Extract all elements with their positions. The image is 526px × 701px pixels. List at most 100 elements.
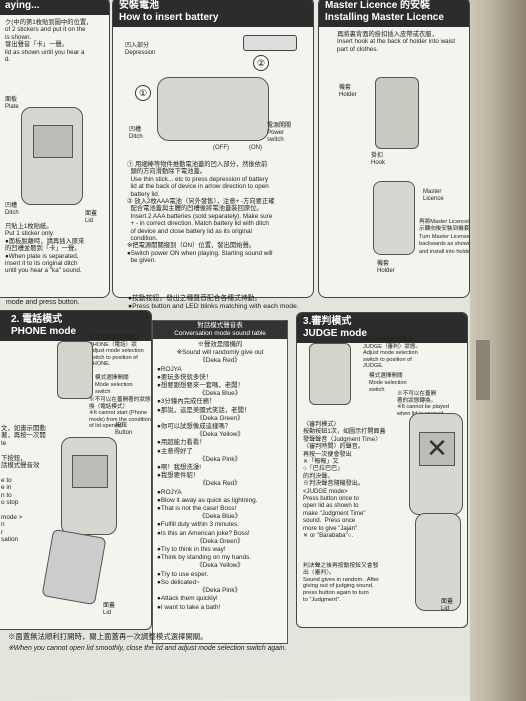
table-row: 《Deka Red》: [199, 357, 241, 365]
licence-hook-text: 再將裏背面的掛扣插入皮帶或衣服， Insert hook at the back…: [337, 31, 455, 53]
phone-button-label: 按鈕 Button: [115, 423, 133, 436]
footer-note-en: ※When you cannot open lid smoothly, clos…: [8, 645, 287, 652]
table-row: ●ROJYA: [157, 365, 182, 373]
mid-center-cn: ●按動按鈕，發出之種聲音配合各種式待動。: [128, 295, 262, 302]
table-row: ●I want to take a bath!: [157, 603, 221, 611]
on-label: (ON): [249, 145, 262, 151]
phone-left-cut-text: 文，如畫示開動 著，再按一次開 te 下按鈕， 話模式聲音效 e to e in…: [1, 425, 46, 544]
hook-label: 掛扣 Hook: [371, 153, 386, 166]
lid-label-left: 面蓋 Lid: [85, 211, 98, 224]
table-row: ●要玩多快就多快！: [157, 373, 212, 381]
plate-label: 面板 Plate: [5, 97, 19, 110]
table-row: ●Try to think in this way!: [157, 546, 226, 554]
table-row: ●Blow it away as quick as lightning.: [157, 496, 258, 504]
table-row: ●3分鐘內完成任務！: [157, 398, 216, 406]
table-row: 《Deka Pink》: [199, 455, 241, 463]
sticker-note-text: 只貼上1枚貼紙。 Put 1 sticker only. ●面板脫離時，請再插入…: [5, 223, 85, 275]
battery-title-cn: 安裝電池: [119, 0, 159, 11]
panel-master-licence: Master Licence 的安裝 Installing Master Lic…: [318, 0, 470, 298]
table-row: ●我想要件貂！: [157, 472, 200, 480]
table-row: 《Deka Blue》: [198, 390, 242, 398]
panel-judge-mode: 3.審判模式 JUDGE mode 模式選擇開關撥動到 JUDGE（審判）狀態。…: [296, 312, 468, 628]
table-row: ●啊！我想洗澡!: [157, 464, 201, 472]
judge-device-screen: ✕: [419, 432, 455, 466]
battery-cells-illustration: [243, 35, 297, 51]
judge-mode-title-cn: 3.審判模式: [303, 316, 352, 327]
table-row: ●So delicated~: [157, 578, 200, 586]
panel-playing: aying... ク(中的第1枚貼到圖中的位置， of 2 stickers a…: [0, 0, 110, 298]
panel-playing-header: aying...: [0, 0, 109, 15]
phone-device-screen: [71, 455, 109, 488]
step-2-badge: ②: [253, 55, 269, 71]
table-row: 《Deka Yellow》: [196, 562, 244, 570]
table-row: ●想要跟想要來一套嗎，老闆！: [157, 382, 244, 390]
device-screen: [32, 125, 74, 158]
judge-device-top-illustration: [309, 343, 351, 405]
battery-title-en: How to insert battery: [119, 12, 219, 23]
judge-mode-switch-label: 模式選擇開關 Mode selection switch: [369, 373, 407, 393]
ditch-label-left: 凹槽 Ditch: [5, 203, 19, 216]
panel-phone-mode: 2. 電話模式 PHONE mode 模式選擇開關撥動到 PHONE（電話）狀 …: [0, 310, 152, 630]
table-row: 《Deka Red》: [199, 480, 241, 488]
table-row: 《Deka Yellow》: [196, 431, 244, 439]
table-row: ●主意得好了: [157, 447, 193, 455]
phone-keypad-illustration: [41, 528, 107, 606]
table-row: ●Try to use esper.: [157, 570, 209, 578]
licence-header: Master Licence 的安裝 Installing Master Lic…: [319, 0, 469, 27]
table-row: ※Sound will randomly give out: [176, 349, 264, 357]
battery-header: 安裝電池 How to insert battery: [113, 0, 313, 27]
licence-turn-text: 再將Master Licence向圖 示轉向後安裝到機套。 Turn Maste…: [419, 219, 470, 255]
playing-intro-text: ク(中的第1枚貼到圖中的位置， of 2 stickers and put it…: [5, 19, 93, 64]
judge-device-lid-illustration: [415, 513, 461, 611]
device-illustration-playing: [21, 107, 83, 205]
table-row: ●That is not the case! Boss!: [157, 505, 237, 513]
judge-select-text: 模式選擇開關撥動到 JUDGE（審判）狀態。 Adjust mode selec…: [363, 337, 422, 370]
phone-device-top-illustration: [57, 341, 93, 399]
table-header: 對話模式聲音表 Conversation mode sound table: [153, 321, 287, 339]
phone-mode-title-cn: 2. 電話模式: [11, 314, 63, 325]
phone-mode-title-en: PHONE mode: [11, 326, 77, 337]
table-row: ●你可以試想像成這樣嗎？: [157, 423, 232, 431]
depression-label: 凹入部分 Depression: [125, 43, 156, 56]
table-row: 《Deka Blue》: [198, 513, 242, 521]
judge-mode-header: 3.審判模式 JUDGE mode: [297, 313, 467, 343]
table-row: ※聲效是隨機的: [197, 341, 243, 348]
licence-title-cn: Master Licence 的安裝: [325, 0, 431, 11]
licence-title-en: Installing Master Licence: [325, 12, 444, 23]
table-row: ●Is this an American joke? Boss!: [157, 529, 250, 537]
power-switch-label: 電源開關 Power switch: [267, 123, 292, 143]
table-row: ●用超能力看看！: [157, 439, 206, 447]
phone-select-text: 模式選擇開關撥動到 PHONE（電話）狀 Adjust mode selecti…: [89, 335, 144, 368]
step-1-badge: ①: [135, 85, 151, 101]
licence-label: Master Licence: [423, 189, 444, 202]
background-box-edge: [470, 0, 526, 701]
table-title-en: Conversation mode sound table: [174, 330, 266, 337]
phone-note-text: ※不可以在蓋開著的狀態轉 換（電話模式） ※It cannot start (P…: [89, 397, 152, 430]
footer-note-cn: ※面蓋無法順利打開時，關上面蓋再一次調整模式選擇開關。: [8, 632, 208, 641]
phone-device-illustration: [61, 437, 117, 535]
panel-insert-battery: 安裝電池 How to insert battery 凹入部分 Depressi…: [112, 0, 314, 298]
mid-center-en: ●Press button and LED blinks matching wi…: [128, 303, 299, 310]
table-row: 《Deka Green》: [196, 414, 244, 422]
phone-mode-switch-label: 模式選擇開關 Mode selection switch: [95, 375, 133, 395]
holder-label: 機套 Holder: [339, 85, 357, 98]
panel-playing-title: aying...: [5, 0, 40, 11]
battery-instructions: ① 用細棒等物件推動電池蓋的凹入部分，然後依前 頭的方向滑動除下電池蓋。 Use…: [127, 161, 275, 265]
licence-in-holder-illustration: [373, 181, 415, 255]
phone-lid-label: 面蓋 Lid: [103, 603, 116, 616]
table-row: ●Fulfill duty within 3 minutes.: [157, 521, 239, 529]
off-label: (OFF): [213, 145, 229, 151]
table-row: ●Attack them quickly!: [157, 595, 218, 603]
table-row: ●那說，這是美國式笑話，老闆！: [157, 406, 251, 414]
mid-left-text: mode and press button.: [6, 299, 80, 306]
judge-random-text: 判決聲之後再按動按鈕又會發 出〈審判〉。 Sound gives in rand…: [303, 563, 380, 603]
box-label-strip: [476, 340, 490, 400]
table-row: 《Deka Green》: [196, 537, 244, 545]
battery-ditch-label: 凹槽 Ditch: [129, 127, 143, 140]
phone-mode-header: 2. 電話模式 PHONE mode: [0, 311, 151, 341]
device-back-illustration: [157, 77, 269, 141]
table-rows: ※聲效是隨機的※Sound will randomly give out《Dek…: [153, 339, 287, 612]
table-row: ●Think by standing on my hands.: [157, 554, 252, 562]
judge-mode-title-en: JUDGE mode: [303, 328, 367, 339]
